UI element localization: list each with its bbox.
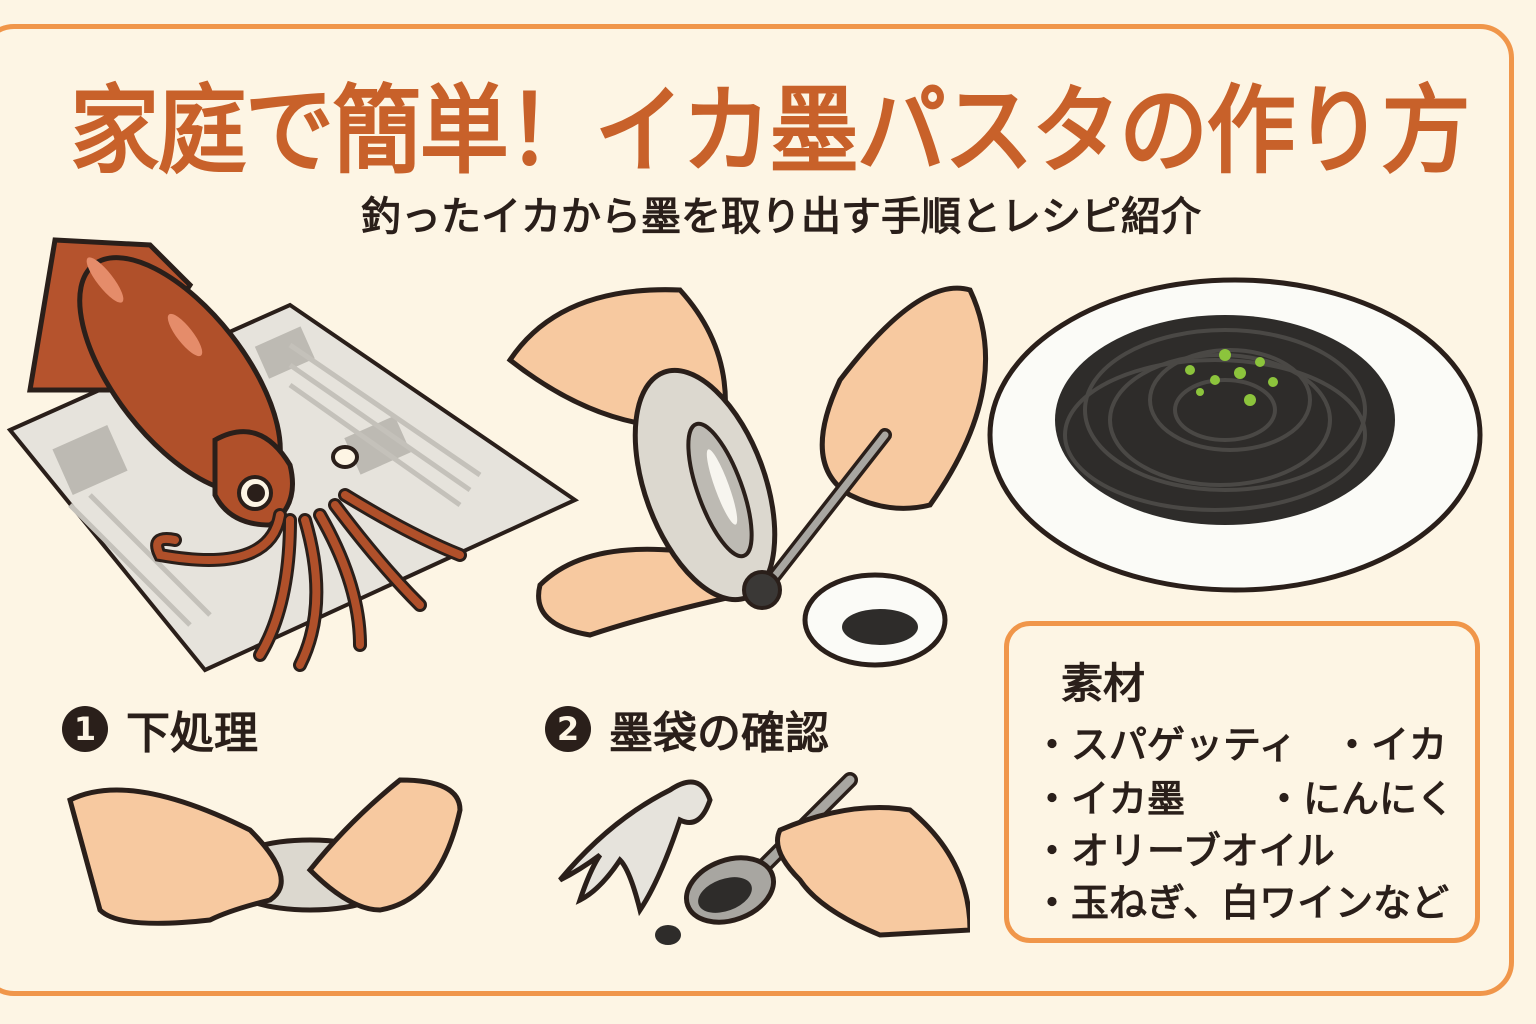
ingredient-row: ・イカ墨 ・にんにく [1033, 768, 1454, 823]
page-frame [0, 24, 1514, 996]
ink-bowl-icon [802, 572, 948, 668]
ingredient-item: ・にんにく [1265, 777, 1455, 821]
step-1-title: 下処理 [126, 708, 258, 759]
squid-body-icon [632, 367, 778, 603]
step-2-illustration [558, 772, 970, 945]
pasta-plate-illustration [987, 277, 1483, 593]
hand-icon [67, 777, 463, 926]
squid-tentacles-icon [558, 779, 713, 917]
ink-extraction-illustration [506, 285, 988, 668]
ingredients-title: 素材 [1061, 659, 1146, 708]
step-1-illustration [67, 777, 463, 926]
ingredient-item: ・オリーブオイル [1033, 829, 1335, 873]
ingredient-item: ・玉ねぎ、白ワインなど [1033, 881, 1450, 925]
step-2-number-badge: 2 [545, 706, 591, 752]
ink-drop-icon [655, 925, 681, 945]
spoon-icon [742, 428, 892, 610]
page-title: 家庭で簡単！イカ墨パスタの作り方 [70, 75, 1471, 187]
ingredient-row: ・スパゲッティ ・イカ [1033, 714, 1447, 769]
squid-on-newspaper-illustration [6, 237, 580, 673]
ingredient-item: ・スパゲッティ [1033, 723, 1297, 767]
squid-icon [27, 237, 467, 672]
page-subtitle: 釣ったイカから墨を取り出す手順とレシピ紹介 [361, 194, 1201, 240]
ingredient-item: ・イカ [1333, 723, 1448, 767]
step-1-label: 1 下処理 [62, 697, 258, 761]
step-2-label: 2 墨袋の確認 [545, 697, 829, 761]
ingredient-row: ・玉ねぎ、白ワインなど [1033, 872, 1449, 927]
parsley-garnish-icon [1185, 349, 1278, 406]
ingredient-row: ・オリーブオイル [1033, 820, 1335, 875]
ingredients-box: 素材 ・スパゲッティ ・イカ ・イカ墨 ・にんにく ・オリーブオイル ・玉ねぎ、… [1004, 621, 1480, 943]
step-1-number-badge: 1 [62, 706, 108, 752]
hand-icon [775, 805, 970, 938]
step-2-title: 墨袋の確認 [609, 708, 829, 759]
squid-ink-pasta-icon [1055, 315, 1395, 525]
ingredient-item: ・イカ墨 [1033, 777, 1186, 821]
